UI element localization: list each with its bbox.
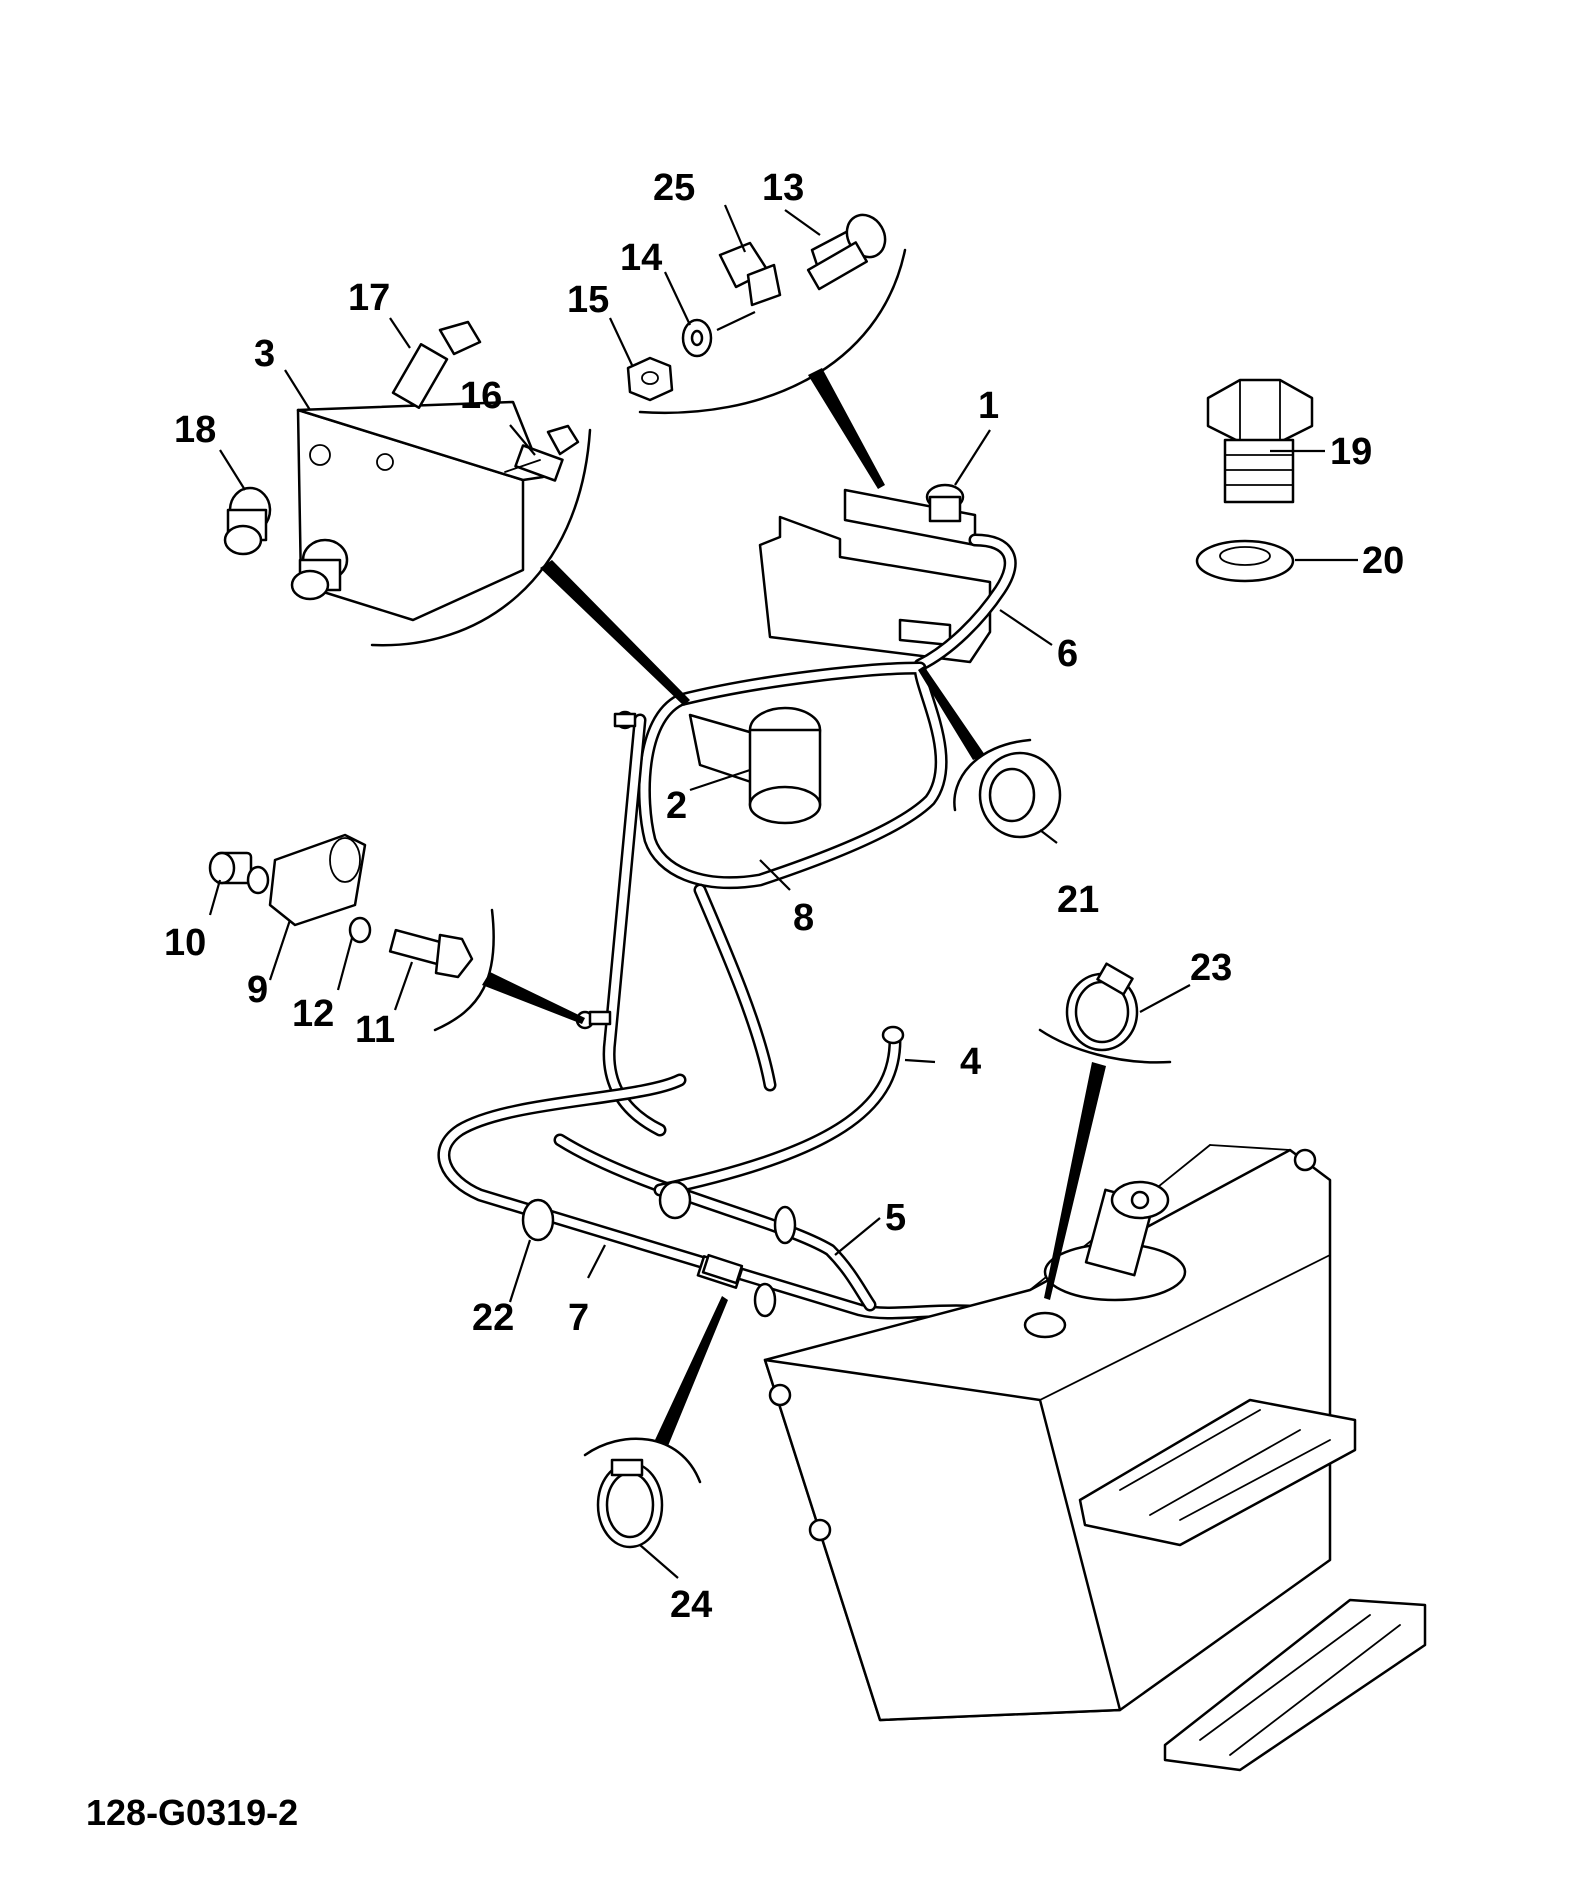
fitting-lower	[290, 538, 349, 601]
callouts: 1 2 3 4 5 6 7 8 9 10 11 12 13 14 15 16 1…	[164, 167, 1404, 1626]
bolt-13	[806, 213, 887, 291]
tank-outlet	[1023, 1311, 1067, 1339]
callout-3: 3	[254, 333, 275, 375]
clip-25	[718, 241, 782, 307]
callout-1: 1	[978, 385, 999, 427]
callout-5: 5	[885, 1197, 906, 1239]
callout-9: 9	[247, 969, 268, 1011]
callout-11: 11	[355, 1009, 395, 1051]
pointer-clip	[482, 972, 585, 1024]
pointer-clamp-23	[1044, 1062, 1106, 1300]
nut-15	[626, 356, 674, 402]
bolt-11	[388, 928, 474, 979]
fuel-tank	[763, 1144, 1427, 1772]
leader-lines	[208, 204, 1358, 1579]
hose-clamps	[521, 1180, 797, 1318]
fuel-filter-2	[688, 706, 822, 825]
callout-6: 6	[1057, 633, 1078, 675]
callout-14: 14	[620, 237, 662, 279]
grommet-21	[953, 738, 1062, 839]
tank-filler-neck	[1043, 1180, 1187, 1302]
detail-bubble-mounting-plate	[223, 320, 592, 647]
washer-20	[1195, 539, 1295, 583]
p-clip-upper	[613, 710, 637, 730]
pointer-plate	[540, 560, 690, 706]
callout-22: 22	[472, 1297, 514, 1339]
callout-23: 23	[1190, 947, 1232, 989]
callout-17: 17	[348, 277, 390, 319]
callout-2: 2	[666, 785, 687, 827]
callout-7: 7	[568, 1297, 589, 1339]
callout-20: 20	[1362, 540, 1404, 582]
bolt-19	[1206, 378, 1314, 504]
detail-pointers	[482, 368, 1106, 1446]
clamp-24	[583, 1437, 702, 1549]
callout-8: 8	[793, 897, 814, 939]
callout-10: 10	[164, 922, 206, 964]
bracket-9	[268, 833, 367, 927]
pointer-bracket	[808, 368, 885, 489]
bolt-16	[514, 424, 580, 482]
filter-bracket-1	[758, 483, 992, 664]
callout-25: 25	[653, 167, 695, 209]
callout-4: 4	[960, 1041, 981, 1083]
bolt-17	[391, 320, 482, 409]
callout-16: 16	[460, 375, 502, 417]
callout-19: 19	[1330, 431, 1372, 473]
pointer-clamp-24	[655, 1296, 728, 1446]
callout-12: 12	[292, 993, 334, 1035]
tank-step-lower	[1163, 1598, 1427, 1772]
callout-21: 21	[1057, 879, 1099, 921]
p-clip-lower	[575, 1010, 612, 1030]
callout-13: 13	[762, 167, 804, 209]
clamp-23	[1038, 962, 1172, 1064]
callout-15: 15	[567, 279, 609, 321]
callout-18: 18	[174, 409, 216, 451]
tank-step-upper	[1078, 1398, 1357, 1547]
drawing-code: 128-G0319-2	[86, 1792, 298, 1833]
clip-bracket-group	[208, 833, 495, 1032]
fitting-18	[223, 486, 272, 556]
pointer-grommet	[918, 666, 985, 760]
detail-bubble-bracket-fixing	[626, 213, 907, 415]
callout-24: 24	[670, 1584, 712, 1626]
